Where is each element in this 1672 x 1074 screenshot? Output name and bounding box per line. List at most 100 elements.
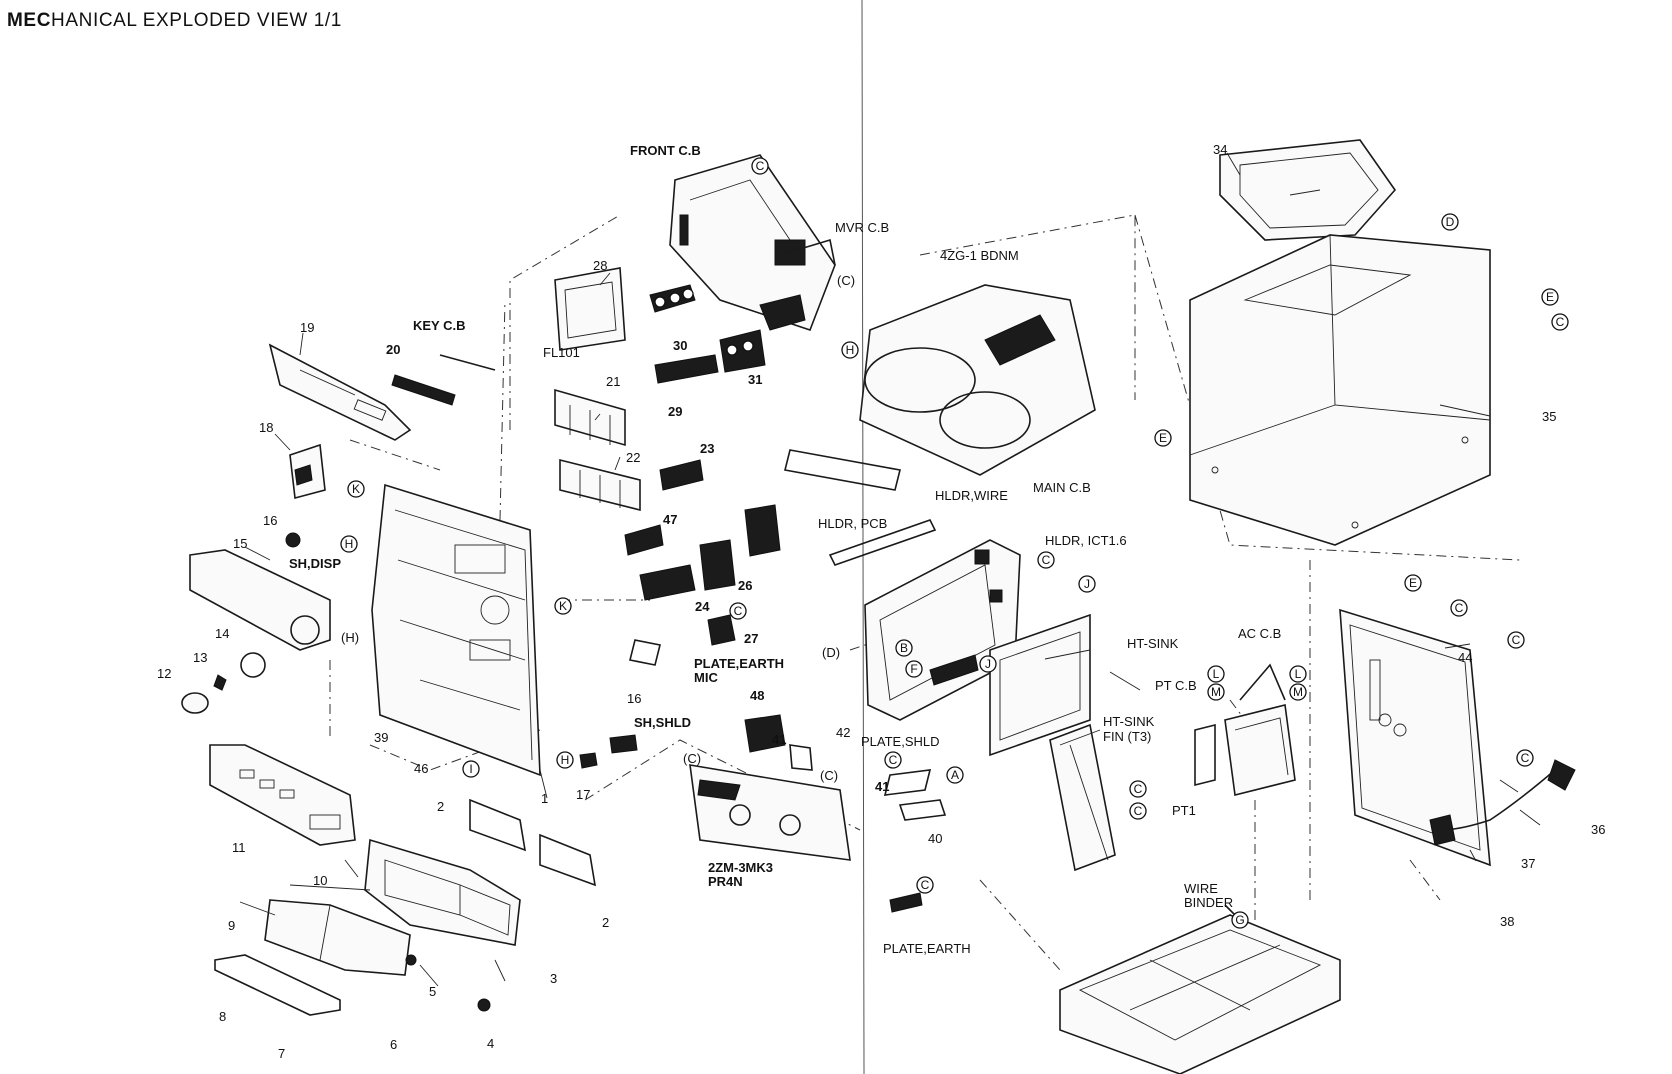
part-number: 28 <box>593 258 607 273</box>
part-number: 42 <box>836 725 850 740</box>
part-number: 3 <box>550 971 557 986</box>
circled-ref: B <box>895 639 913 657</box>
label-hldr-ict16: HLDR, ICT1.6 <box>1045 533 1127 548</box>
circled-ref: K <box>347 480 365 498</box>
power-transformer-pt1 <box>1194 704 1296 796</box>
connector-29 <box>654 354 719 384</box>
bracket-2b <box>539 833 597 887</box>
paren-ref: (H) <box>341 630 359 645</box>
part-number: 24 <box>695 599 710 614</box>
front-panel-1 <box>371 483 541 777</box>
sh-shld <box>609 734 638 754</box>
svg-text:C: C <box>889 753 898 767</box>
circled-ref: J <box>979 655 997 673</box>
svg-text:C: C <box>1134 782 1143 796</box>
escutcheon-15 <box>189 549 331 651</box>
part-number: 37 <box>1521 856 1535 871</box>
bottom-chassis <box>1059 914 1341 1074</box>
component-24-26-27 <box>639 504 781 646</box>
svg-text:C: C <box>1134 804 1143 818</box>
part-name-labels: FRONT C.B MVR C.B 4ZG-1 BDNM KEY C.B FL1… <box>289 143 1281 956</box>
component-47 <box>624 524 664 556</box>
circled-ref: C <box>1507 631 1525 649</box>
leader-lines <box>239 152 1541 987</box>
paren-ref: (C) <box>837 273 855 288</box>
label-binder: BINDER <box>1184 895 1233 910</box>
plate-earth-lower <box>889 892 923 913</box>
svg-text:C: C <box>1512 633 1521 647</box>
plate-earth-mic <box>629 639 661 666</box>
label-key-cb: KEY C.B <box>413 318 466 333</box>
circled-ref: A <box>946 766 964 784</box>
circled-ref: D <box>1441 213 1459 231</box>
part-number: 41 <box>772 732 786 747</box>
part-number: 11 <box>232 840 246 855</box>
svg-text:M: M <box>1293 685 1303 699</box>
title-text: HANICAL EXPLODED VIEW 1/1 <box>51 10 342 31</box>
bracket-48-41 <box>744 714 813 771</box>
part-number: 26 <box>738 578 752 593</box>
svg-text:E: E <box>1409 576 1417 590</box>
ac-cb-board <box>1239 663 1286 701</box>
label-ac-cb: AC C.B <box>1238 626 1281 641</box>
label-hldr-wire: HLDR,WIRE <box>935 488 1008 503</box>
label-4zg-1-bdnm: 4ZG-1 BDNM <box>940 248 1019 263</box>
part-number: 2 <box>437 799 444 814</box>
circled-ref: J <box>1078 575 1096 593</box>
mvr-cb-board <box>779 238 836 266</box>
label-main-cb: MAIN C.B <box>1033 480 1091 495</box>
part-number: 16 <box>627 691 641 706</box>
part-number: 13 <box>193 650 207 665</box>
screw-4-5-17 <box>405 752 598 1012</box>
paren-ref: (D) <box>822 645 840 660</box>
circled-ref: L <box>1289 665 1307 683</box>
label-plate-earth-mic: PLATE,EARTH <box>694 656 784 671</box>
switch-31 <box>719 329 766 373</box>
label-plate-earth-2: PLATE,EARTH <box>883 941 971 956</box>
part-number: 27 <box>744 631 758 646</box>
part-number: 41 <box>875 779 889 794</box>
svg-text:H: H <box>846 343 855 357</box>
svg-text:G: G <box>1235 913 1244 927</box>
part-number: 20 <box>386 342 400 357</box>
label-ht-sink: HT-SINK <box>1127 636 1179 651</box>
hldr-pcb-rail <box>828 519 937 566</box>
svg-text:H: H <box>561 753 570 767</box>
ht-sink-fin <box>1049 723 1116 872</box>
cassette-mechanism <box>689 764 851 861</box>
part-number: 21 <box>606 374 620 389</box>
label-front-cb: FRONT C.B <box>630 143 701 158</box>
svg-text:D: D <box>1446 215 1455 229</box>
display-window-19 <box>268 343 412 441</box>
part-number: 30 <box>673 338 687 353</box>
door-trim-7-8 <box>214 954 341 1016</box>
part-number: 31 <box>748 372 762 387</box>
front-panel-11 <box>209 744 356 846</box>
svg-text:C: C <box>756 159 765 173</box>
label-fin-t3: FIN (T3) <box>1103 729 1151 744</box>
label-sh-disp: SH,DISP <box>289 556 341 571</box>
svg-text:J: J <box>1084 577 1090 591</box>
part-number: 4 <box>487 1036 494 1051</box>
sh-disp-16 <box>285 532 301 548</box>
part-number: 5 <box>429 984 436 999</box>
circled-ref: H <box>841 341 859 359</box>
front-cb-board <box>669 154 836 332</box>
label-sh-shld: SH,SHLD <box>634 715 691 730</box>
part-number: 19 <box>300 320 314 335</box>
circled-ref: C <box>1129 780 1147 798</box>
paren-refs: (C) (H) (D) (C) (C) <box>341 273 855 783</box>
part-number: 18 <box>259 420 273 435</box>
part-number: 34 <box>1213 142 1227 157</box>
circled-ref: C <box>729 602 747 620</box>
door-cover-9 <box>264 899 411 976</box>
svg-text:L: L <box>1213 667 1220 681</box>
part-number: 12 <box>157 666 171 681</box>
plate-shld <box>883 769 947 821</box>
part-number: 8 <box>219 1009 226 1024</box>
label-ht-sink-2: HT-SINK <box>1103 714 1155 729</box>
svg-text:C: C <box>1455 601 1464 615</box>
part-number: 40 <box>928 831 942 846</box>
part-number: 1 <box>541 791 548 806</box>
